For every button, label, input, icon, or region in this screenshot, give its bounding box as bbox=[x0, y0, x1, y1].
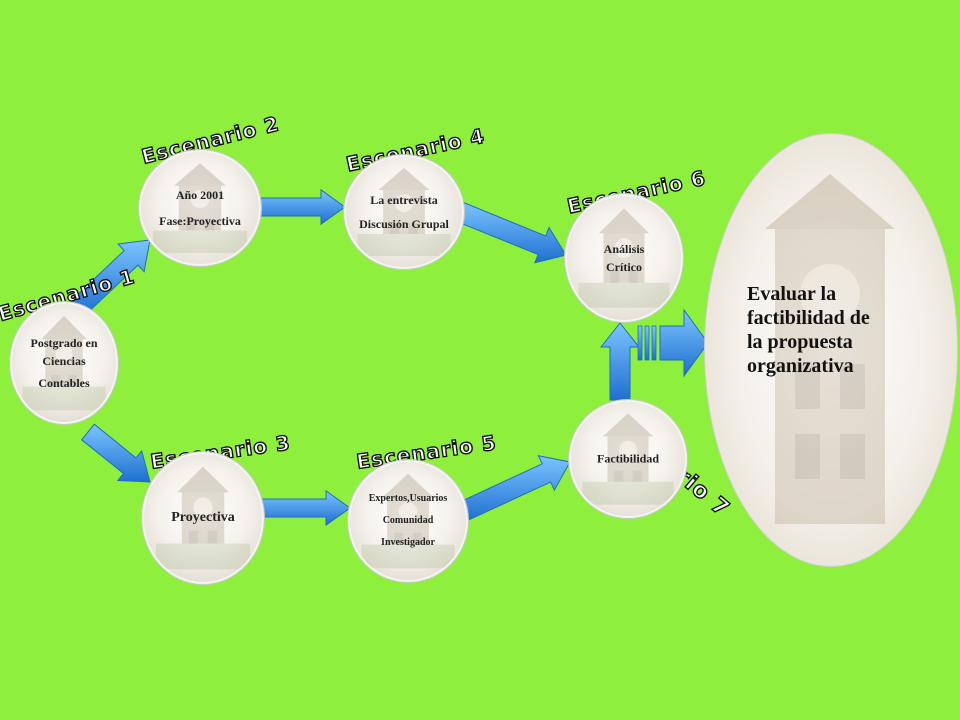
node-postgrado: Postgrado en Ciencias Contables bbox=[10, 302, 118, 424]
node-analisis-line-1: Análisis bbox=[603, 242, 645, 256]
node-expertos-label: Expertos,Usuarios Comunidad Investigador bbox=[350, 488, 466, 554]
node-anio-2001-line-1: Año 2001 bbox=[175, 188, 225, 202]
node-proyectiva-line-1: Proyectiva bbox=[171, 510, 235, 525]
goal-text: Evaluar la factibilidad de la propuesta … bbox=[747, 282, 917, 378]
node-anio-2001-label: Año 2001 Fase:Proyectiva bbox=[141, 182, 259, 234]
tower-watermark bbox=[152, 163, 248, 253]
node-entrevista-label: La entrevista Discusión Grupal bbox=[346, 188, 462, 236]
arrow-3-to-5 bbox=[261, 489, 351, 527]
node-expertos-line-1: Expertos,Usuarios bbox=[368, 493, 448, 504]
node-entrevista-line-1: La entrevista bbox=[370, 193, 438, 207]
node-analisis: Análisis Crítico bbox=[565, 194, 683, 322]
goal-ellipse: Evaluar la factibilidad de la propuesta … bbox=[704, 133, 958, 567]
node-factibilidad-line-1: Factibilidad bbox=[596, 451, 659, 466]
goal-line-1: Evaluar la bbox=[747, 283, 837, 305]
tower-watermark bbox=[357, 168, 451, 256]
arrow-1-to-2 bbox=[70, 239, 151, 317]
arrow-7-to-6 bbox=[599, 322, 641, 401]
arrow-4-to-6 bbox=[455, 202, 567, 264]
tower-watermark bbox=[155, 466, 251, 570]
arrow-1-to-3 bbox=[80, 423, 151, 483]
node-postgrado-line-1: Postgrado en bbox=[30, 336, 98, 350]
tower-watermark bbox=[361, 473, 455, 569]
arrow-to-goal bbox=[637, 308, 709, 378]
arrow-5-to-7 bbox=[457, 455, 571, 522]
tower-watermark bbox=[765, 174, 895, 524]
tower-watermark bbox=[578, 208, 670, 308]
goal-line-3: la propuesta bbox=[747, 331, 853, 353]
node-proyectiva-label: Proyectiva bbox=[144, 510, 262, 526]
node-postgrado-line-3: Contables bbox=[38, 376, 90, 390]
node-entrevista: La entrevista Discusión Grupal bbox=[344, 155, 464, 269]
tower-watermark bbox=[22, 315, 106, 411]
node-postgrado-label: Postgrado en Ciencias Contables bbox=[12, 334, 116, 392]
goal-line-2: factibilidad de bbox=[747, 307, 870, 329]
node-analisis-line-2: Crítico bbox=[606, 260, 642, 274]
tower-watermark bbox=[582, 413, 674, 505]
node-anio-2001-line-2: Fase:Proyectiva bbox=[159, 214, 241, 228]
node-expertos: Expertos,Usuarios Comunidad Investigador bbox=[348, 460, 468, 582]
node-expertos-line-3: Investigador bbox=[381, 537, 435, 548]
node-anio-2001: Año 2001 Fase:Proyectiva bbox=[139, 150, 261, 266]
node-proyectiva: Proyectiva bbox=[142, 452, 264, 584]
arrow-2-to-4 bbox=[257, 188, 346, 226]
node-expertos-line-2: Comunidad bbox=[382, 515, 434, 526]
node-entrevista-line-2: Discusión Grupal bbox=[359, 217, 449, 231]
node-factibilidad-label: Factibilidad bbox=[571, 452, 685, 467]
node-analisis-label: Análisis Crítico bbox=[567, 240, 681, 276]
node-postgrado-line-2: Ciencias bbox=[42, 354, 86, 368]
goal-line-4: organizativa bbox=[747, 355, 854, 377]
node-factibilidad: Factibilidad bbox=[569, 400, 687, 518]
